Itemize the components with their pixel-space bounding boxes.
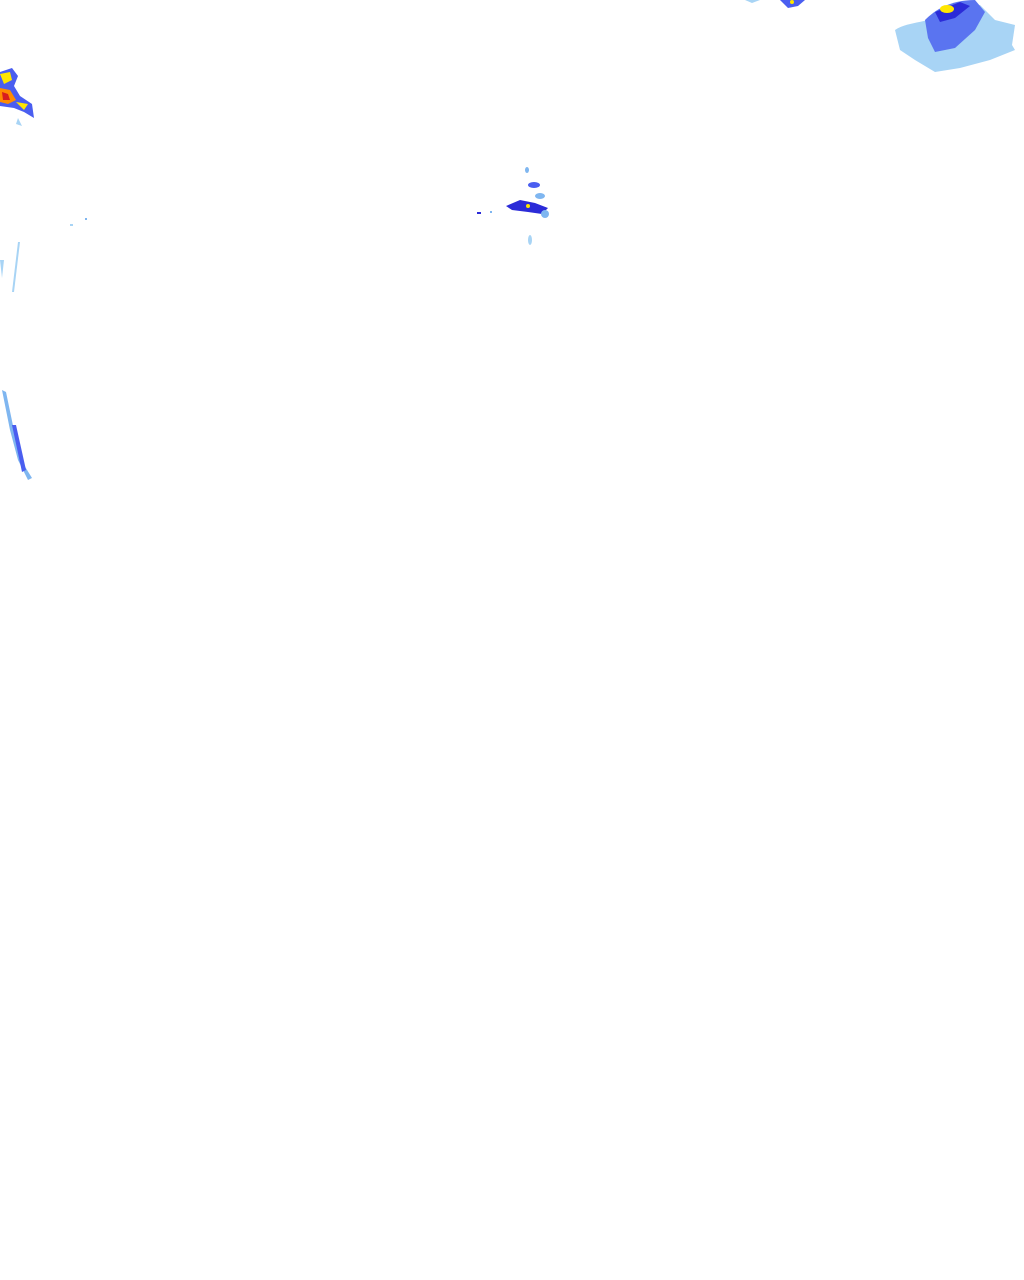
precip-streaks-left bbox=[0, 218, 87, 480]
precip-strong-area bbox=[935, 2, 970, 22]
precip-cell-left bbox=[0, 68, 34, 126]
precip-heavy-core bbox=[940, 5, 954, 13]
precip-cell-top-right bbox=[895, 0, 1015, 72]
precip-cell-top-center bbox=[745, 0, 805, 8]
precip-cell-center bbox=[477, 167, 549, 245]
precip-light-area bbox=[995, 20, 1015, 45]
